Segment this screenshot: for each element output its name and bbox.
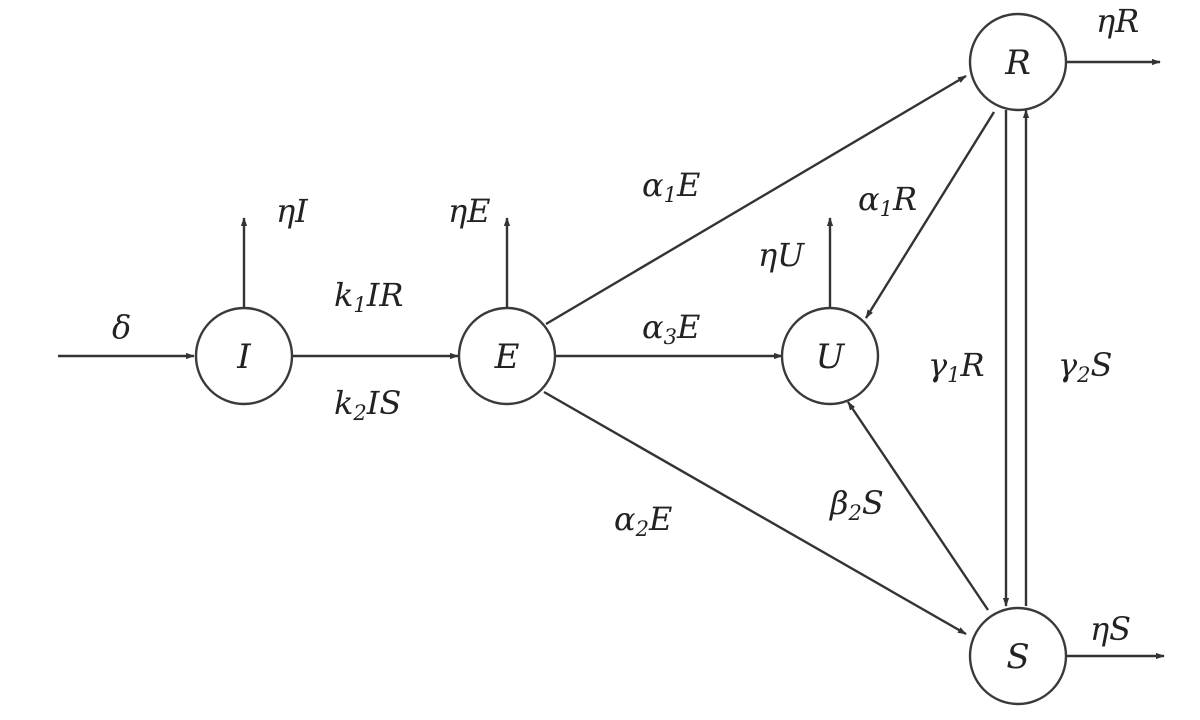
e-to-s-arrow (543, 390, 967, 636)
node-u: U (780, 306, 880, 406)
label-beta2s: β2S (829, 484, 884, 525)
node-r-label: R (1004, 43, 1031, 83)
label-eta-s: ηS (1090, 610, 1131, 648)
node-e: E (457, 306, 557, 406)
label-delta: δ (112, 308, 131, 346)
label-eta-u: ηU (758, 236, 805, 274)
label-alpha1r: α1R (858, 180, 917, 221)
r-to-u-arrow (864, 111, 996, 319)
node-i-label: I (236, 337, 251, 377)
label-alpha1e: α1E (642, 166, 700, 207)
node-r: R (968, 12, 1068, 112)
node-e-label: E (494, 337, 520, 377)
node-i: I (194, 306, 294, 406)
e-to-r-arrow (545, 74, 967, 326)
label-alpha3e: α3E (642, 308, 700, 349)
label-k2is: k2IS (334, 384, 401, 425)
label-gamma2s: γ2S (1058, 346, 1112, 387)
label-gamma1r: γ1R (928, 346, 985, 387)
node-s-label: S (1006, 637, 1029, 677)
label-eta-e: ηE (448, 192, 491, 230)
label-eta-i: ηI (276, 192, 309, 230)
node-s: S (968, 606, 1068, 706)
label-alpha2e: α2E (614, 500, 672, 541)
s-to-u-arrow (847, 401, 989, 611)
label-eta-r: ηR (1096, 2, 1139, 40)
label-k1ir: k1IR (334, 276, 404, 317)
node-u-label: U (816, 337, 846, 377)
